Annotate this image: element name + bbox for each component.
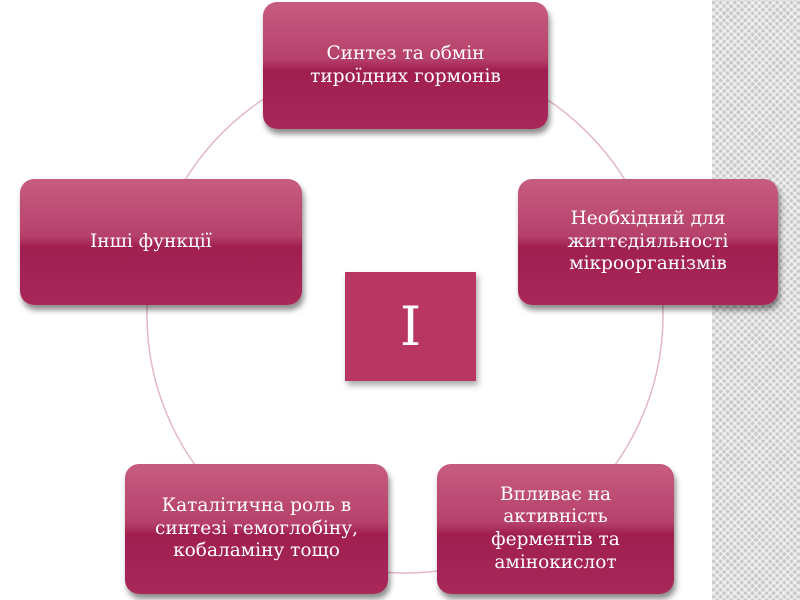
- node-right-text: Необхідний для життєдіяльності мікроорга…: [567, 208, 729, 275]
- node-left-text: Інші функції: [90, 230, 212, 252]
- node-bottom-left: Каталітична роль в синтезі гемоглобіну, …: [125, 464, 388, 594]
- node-top: Синтез та обмін тироїдних гормонів: [263, 2, 548, 129]
- node-left: Інші функції: [20, 179, 302, 305]
- node-top-text: Синтез та обмін тироїдних гормонів: [310, 42, 501, 87]
- center-element-box: I: [345, 272, 476, 381]
- node-bottom-left-text: Каталітична роль в синтезі гемоглобіну, …: [155, 495, 358, 562]
- node-bottom-right: Впливає на активність ферментів та аміно…: [437, 464, 674, 594]
- center-element-label: I: [399, 295, 422, 358]
- node-bottom-right-text: Впливає на активність ферментів та аміно…: [491, 483, 620, 573]
- node-right: Необхідний для життєдіяльності мікроорга…: [518, 179, 778, 305]
